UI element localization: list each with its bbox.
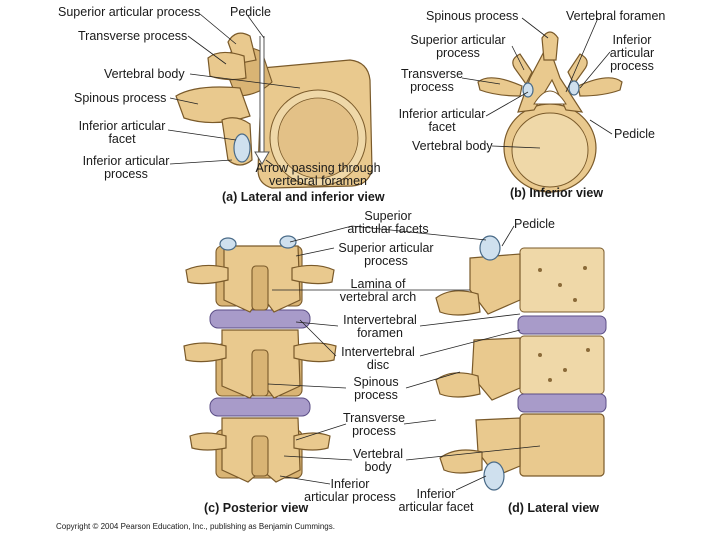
label-line: process bbox=[352, 424, 396, 438]
label-line: Inferior bbox=[416, 487, 456, 501]
label-vertebral-body: Vertebral body bbox=[353, 448, 403, 474]
label-b-vertebral-body: Vertebral body bbox=[412, 139, 493, 153]
label-line: Arrow passing through bbox=[255, 161, 381, 175]
label-line: articular bbox=[609, 46, 655, 60]
label-line: process bbox=[104, 167, 148, 181]
label-line: body bbox=[364, 460, 392, 474]
label-d-pedicle: Pedicle bbox=[514, 217, 555, 231]
label-line: Inferior bbox=[330, 477, 370, 491]
label-inferior-articular-process: Inferior articular process bbox=[304, 478, 396, 504]
label-a-pedicle: Pedicle bbox=[230, 5, 271, 19]
label-line: Superior bbox=[364, 209, 412, 223]
caption-a: (a) Lateral and inferior view bbox=[222, 190, 385, 204]
label-b-spinous-process: Spinous process bbox=[426, 9, 519, 23]
panel-c-illustration bbox=[183, 235, 337, 483]
panel-a-illustration bbox=[175, 32, 373, 189]
label-line: Transverse bbox=[342, 411, 406, 425]
leader-lines bbox=[167, 13, 613, 491]
label-a-spinous-process: Spinous process bbox=[74, 91, 167, 105]
caption-d: (d) Lateral view bbox=[508, 501, 599, 515]
label-b-transverse-process: Transverse process bbox=[401, 68, 463, 94]
label-b-inferior-articular-facet: Inferior articular facet bbox=[399, 108, 486, 134]
label-line: articular facets bbox=[347, 222, 429, 236]
label-line: Inferior articular bbox=[78, 119, 166, 133]
label-d-inferior-articular-facet: Inferior articular facet bbox=[398, 488, 473, 514]
label-line: process bbox=[410, 80, 454, 94]
label-line: Inferior bbox=[612, 33, 652, 47]
label-line: disc bbox=[366, 358, 390, 372]
label-line: process bbox=[354, 388, 398, 402]
label-line: articular facet bbox=[398, 500, 474, 514]
label-b-vertebral-foramen: Vertebral foramen bbox=[566, 9, 666, 23]
label-intervertebral-disc: Intervertebral disc bbox=[341, 346, 415, 372]
label-intervertebral-foramen: Intervertebral foramen bbox=[343, 314, 417, 340]
label-transverse-process: Transverse process bbox=[343, 412, 405, 438]
label-line: facet bbox=[108, 132, 136, 146]
label-a-vertebral-body: Vertebral body bbox=[104, 67, 185, 81]
copyright-notice: Copyright © 2004 Pearson Education, Inc.… bbox=[56, 522, 335, 531]
label-a-arrow: Arrow passing through vertebral foramen bbox=[255, 162, 380, 188]
label-lamina-of-vertebral-arch: Lamina of vertebral arch bbox=[340, 278, 416, 304]
label-superior-articular-facets: Superior articular facets bbox=[347, 210, 428, 236]
label-a-inferior-articular-process: Inferior articular process bbox=[83, 155, 170, 181]
label-line: Superior articular bbox=[410, 33, 506, 47]
label-line: process bbox=[610, 59, 654, 73]
label-line: Vertebral bbox=[352, 447, 404, 461]
label-a-inferior-articular-facet: Inferior articular facet bbox=[79, 120, 166, 146]
label-line: articular process bbox=[304, 490, 396, 504]
label-b-pedicle: Pedicle bbox=[614, 127, 655, 141]
label-line: vertebral arch bbox=[339, 290, 417, 304]
caption-b: (b) Inferior view bbox=[510, 186, 604, 200]
label-line: Superior articular bbox=[338, 241, 434, 255]
label-line: process bbox=[436, 46, 480, 60]
label-line: process bbox=[364, 254, 408, 268]
label-line: Inferior articular bbox=[398, 107, 486, 121]
label-line: vertebral foramen bbox=[269, 174, 367, 188]
label-line: foramen bbox=[357, 326, 403, 340]
label-line: Spinous bbox=[353, 375, 399, 389]
label-spinous-process: Spinous process bbox=[353, 376, 398, 402]
label-b-inferior-articular-process: Inferior articular process bbox=[610, 34, 654, 73]
label-line: Lamina of bbox=[350, 277, 406, 291]
label-b-superior-articular-process: Superior articular process bbox=[410, 34, 505, 60]
label-line: Intervertebral bbox=[343, 313, 417, 327]
label-line: facet bbox=[428, 120, 456, 134]
label-a-superior-articular-process: Superior articular process bbox=[58, 5, 201, 19]
label-line: Transverse bbox=[400, 67, 464, 81]
label-line: Intervertebral bbox=[341, 345, 415, 359]
label-a-transverse-process: Transverse process bbox=[78, 29, 188, 43]
caption-c: (c) Posterior view bbox=[204, 501, 309, 515]
label-superior-articular-process: Superior articular process bbox=[338, 242, 433, 268]
label-line: Inferior articular bbox=[82, 154, 170, 168]
panel-d-illustration bbox=[435, 235, 607, 491]
